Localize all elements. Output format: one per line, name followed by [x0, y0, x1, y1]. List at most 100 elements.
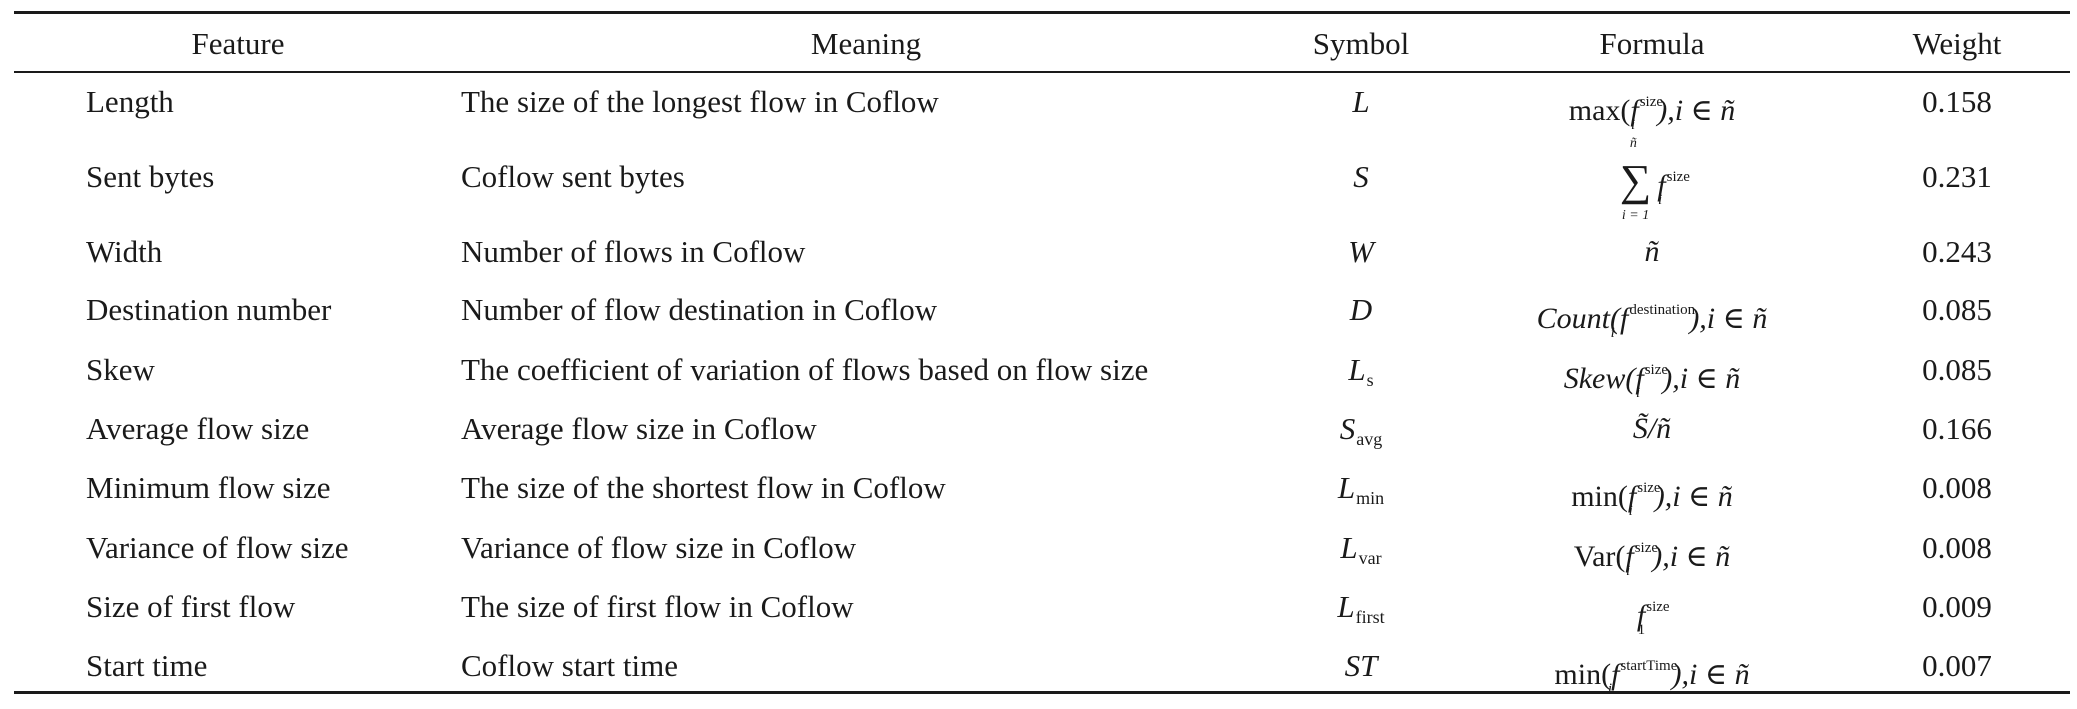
- formula-subscript: i: [1628, 503, 1633, 519]
- weight-cell: 0.008: [1922, 470, 1992, 505]
- formula-variable: f: [1611, 658, 1620, 691]
- meaning-cell: Coflow sent bytes: [461, 159, 685, 194]
- formula-cell: S̃/ñ: [1633, 409, 1671, 449]
- formula-cell: min(fstartTime i ),i ∈ ñ: [1554, 646, 1749, 709]
- formula-subscript: i: [1657, 192, 1663, 208]
- symbol-text: L: [1352, 84, 1370, 119]
- feature-cell: Skew: [86, 352, 155, 387]
- formula-variable: f: [1619, 302, 1629, 335]
- formula-variable: f: [1630, 94, 1639, 127]
- feature-cell: Destination number: [86, 292, 332, 327]
- formula-function: Count(: [1536, 302, 1620, 335]
- meaning-cell: The coefficient of variation of flows ba…: [461, 352, 1149, 387]
- formula-cell: ñ: [1645, 232, 1660, 272]
- summation-upper-limit: ñ: [1629, 136, 1637, 151]
- formula-variable: f: [1625, 540, 1634, 573]
- table-bottom-rule: [14, 691, 2070, 694]
- formula-function: min(: [1571, 480, 1628, 513]
- weight-cell: 0.009: [1922, 589, 1992, 624]
- formula-cell: Count(fdestination i ),i ∈ ñ: [1537, 290, 1768, 353]
- feature-cell: Variance of flow size: [86, 530, 349, 565]
- symbol-cell: Savg: [1340, 409, 1383, 459]
- formula-tail: ),i ∈ ñ: [1657, 94, 1736, 127]
- symbol-text: W: [1348, 234, 1374, 269]
- formula-superscript: size: [1637, 480, 1661, 496]
- formula-superscript: startTime: [1620, 658, 1678, 674]
- weight-cell: 0.007: [1922, 648, 1992, 683]
- meaning-cell: Variance of flow size in Coflow: [461, 530, 857, 565]
- formula-tail: ),i ∈ ñ: [1654, 480, 1733, 513]
- weight-cell: 0.085: [1922, 292, 1992, 327]
- formula-text: S̃/ñ: [1632, 412, 1672, 445]
- formula-function: max(: [1568, 94, 1631, 127]
- formula-subscript: i: [1607, 681, 1613, 697]
- header-weight: Weight: [1912, 26, 2002, 61]
- formula-superscript: destination: [1629, 302, 1696, 318]
- symbol-cell: Lfirst: [1337, 587, 1384, 637]
- formula-tail: ),i ∈ ñ: [1689, 302, 1768, 335]
- meaning-cell: Number of flow destination in Coflow: [461, 292, 938, 327]
- feature-cell: Size of first flow: [86, 589, 296, 624]
- table-header-rule: [14, 71, 2070, 73]
- symbol-cell: S: [1353, 157, 1369, 197]
- formula-tail: ),i ∈ ñ: [1671, 658, 1750, 691]
- formula-variable: f: [1635, 362, 1644, 395]
- formula-subscript: i: [1626, 563, 1631, 579]
- meaning-cell: The size of the shortest flow in Coflow: [461, 470, 946, 505]
- formula-subscript: i: [1610, 325, 1615, 341]
- table-top-rule: [14, 11, 2070, 14]
- weight-cell: 0.231: [1922, 159, 1992, 194]
- formula-subscript: 1: [1637, 622, 1646, 638]
- formula-tail: ),i ∈ ñ: [1652, 540, 1731, 573]
- formula-text: ñ: [1644, 235, 1660, 268]
- header-feature: Feature: [191, 26, 285, 61]
- header-symbol: Symbol: [1312, 26, 1410, 61]
- formula-cell: fsize1: [1636, 587, 1670, 650]
- weight-cell: 0.085: [1922, 352, 1992, 387]
- symbol-subscript: min: [1356, 488, 1385, 508]
- formula-superscript: size: [1646, 599, 1670, 615]
- formula-variable: f: [1627, 480, 1637, 513]
- formula-function: Skew(: [1563, 362, 1636, 395]
- symbol-cell: L: [1352, 82, 1369, 122]
- symbol-text: L: [1337, 589, 1355, 624]
- symbol-subscript: var: [1358, 548, 1382, 568]
- symbol-text: S: [1339, 411, 1356, 446]
- symbol-cell: W: [1348, 232, 1374, 272]
- weight-cell: 0.166: [1922, 411, 1992, 446]
- feature-cell: Width: [86, 234, 163, 269]
- formula-cell: Skew(fsizei),i ∈ ñ: [1564, 350, 1741, 413]
- meaning-cell: The size of the longest flow in Coflow: [461, 84, 939, 119]
- formula-superscript: size: [1634, 540, 1659, 556]
- meaning-cell: The size of first flow in Coflow: [461, 589, 854, 624]
- symbol-text: L: [1337, 470, 1356, 505]
- formula-variable: f: [1636, 599, 1646, 632]
- weight-cell: 0.243: [1922, 234, 1992, 269]
- formula-superscript: size: [1639, 94, 1664, 110]
- meaning-cell: Average flow size in Coflow: [461, 411, 817, 446]
- formula-subscript: i: [1631, 117, 1636, 133]
- symbol-text: S: [1353, 159, 1369, 194]
- formula-cell: max(fsizei ),i ∈ ñ: [1569, 82, 1736, 145]
- symbol-cell: Ls: [1348, 350, 1373, 400]
- symbol-subscript: s: [1366, 370, 1374, 390]
- formula-cell: min(fsizei ),i ∈ ñ: [1571, 468, 1733, 531]
- symbol-cell: D: [1350, 290, 1372, 330]
- formula-function: Var(: [1573, 540, 1626, 573]
- feature-cell: Sent bytes: [86, 159, 215, 194]
- symbol-cell: Lmin: [1338, 468, 1384, 518]
- symbol-text: L: [1348, 352, 1366, 387]
- symbol-cell: ST: [1345, 646, 1378, 686]
- meaning-cell: Number of flows in Coflow: [461, 234, 806, 269]
- formula-superscript: size: [1644, 362, 1669, 378]
- formula-tail: ),i ∈ ñ: [1662, 362, 1741, 395]
- symbol-subscript: first: [1355, 607, 1385, 627]
- feature-cell: Average flow size: [86, 411, 310, 446]
- feature-cell: Length: [86, 84, 174, 119]
- weight-cell: 0.158: [1922, 84, 1992, 119]
- header-formula: Formula: [1599, 26, 1705, 61]
- feature-cell: Start time: [86, 648, 208, 683]
- formula-function: min(: [1554, 658, 1612, 691]
- symbol-text: D: [1349, 292, 1373, 327]
